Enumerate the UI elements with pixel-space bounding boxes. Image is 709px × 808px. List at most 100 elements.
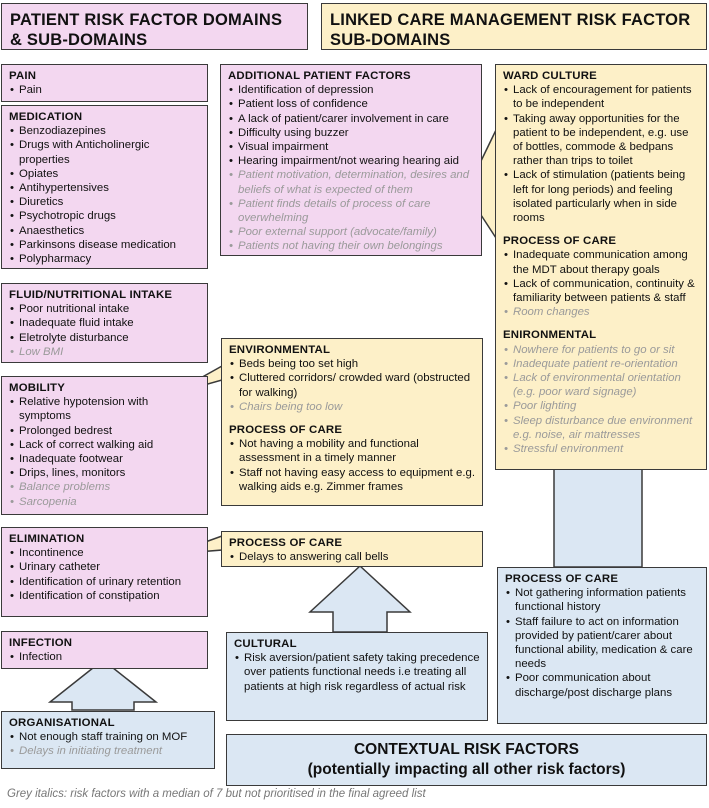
ward-culture-box: WARD CULTURE Lack of encouragement for p… bbox=[495, 64, 707, 470]
elimination-title: ELIMINATION bbox=[9, 533, 85, 545]
list-item: Lack of encouragement for patients to be… bbox=[503, 83, 699, 111]
pain-title: PAIN bbox=[9, 70, 37, 82]
list-item: Identification of urinary retention bbox=[9, 575, 200, 589]
list-item: Room changes bbox=[503, 305, 699, 319]
ward-culture-title: WARD CULTURE bbox=[503, 70, 597, 82]
process-of-care-elimination-box: PROCESS OF CARE Delays to answering call… bbox=[221, 531, 483, 567]
list-item: Staff failure to act on information prov… bbox=[505, 615, 699, 672]
list-item: Chairs being too low bbox=[229, 400, 475, 414]
list-item: Pain bbox=[9, 83, 200, 97]
additional-list: Identification of depressionPatient loss… bbox=[228, 83, 474, 254]
cultural-up-arrow bbox=[308, 564, 412, 633]
linked-care-header-text: LINKED CARE MANAGEMENT RISK FACTOR SUB-D… bbox=[330, 11, 691, 49]
list-item: Lack of communication, continuity & fami… bbox=[503, 277, 699, 305]
list-item: Not gathering information patients funct… bbox=[505, 586, 699, 614]
poc-bottom-title: PROCESS OF CARE bbox=[505, 573, 619, 585]
list-item: Eletrolyte disturbance bbox=[9, 331, 200, 345]
fluid-box: FLUID/NUTRITIONAL INTAKE Poor nutritiona… bbox=[1, 283, 208, 363]
list-item: Inadequate patient re-orientation bbox=[503, 357, 699, 371]
list-item: Patient motivation, determination, desir… bbox=[228, 168, 474, 196]
list-item: Parkinsons disease medication bbox=[9, 238, 200, 252]
pain-list: Pain bbox=[9, 83, 200, 97]
env-title: ENVIRONMENTAL bbox=[229, 344, 331, 356]
list-item: Poor nutritional intake bbox=[9, 302, 200, 316]
list-item: Drips, lines, monitors bbox=[9, 466, 200, 480]
footnote: Grey italics: risk factors with a median… bbox=[7, 788, 426, 800]
poc-elim-list: Delays to answering call bells bbox=[229, 550, 475, 564]
list-item: Stressful environment bbox=[503, 442, 699, 456]
list-item: Psychotropic drugs bbox=[9, 209, 200, 223]
infection-list: Infection bbox=[9, 650, 200, 664]
medication-list: BenzodiazepinesDrugs with Anticholinergi… bbox=[9, 124, 200, 266]
list-item: Poor communication about discharge/post … bbox=[505, 671, 699, 699]
ward-env-title: ENIRONMENTAL bbox=[503, 329, 597, 342]
list-item: Poor external support (advocate/family) bbox=[228, 225, 474, 239]
ward-env-list: Nowhere for patients to go or sitInadequ… bbox=[503, 343, 699, 457]
list-item: Balance problems bbox=[9, 480, 200, 494]
list-item: Identification of constipation bbox=[9, 589, 200, 603]
list-item: Visual impairment bbox=[228, 140, 474, 154]
list-item: Benzodiazepines bbox=[9, 124, 200, 138]
list-item: Relative hypotension with symptoms bbox=[9, 395, 200, 423]
list-item: Inadequate fluid intake bbox=[9, 316, 200, 330]
linked-care-header: LINKED CARE MANAGEMENT RISK FACTOR SUB-D… bbox=[321, 3, 707, 50]
list-item: Cluttered corridors/ crowded ward (obstr… bbox=[229, 371, 475, 399]
list-item: Low BMI bbox=[9, 345, 200, 359]
env-list: Beds being too set highCluttered corrido… bbox=[229, 357, 475, 414]
list-item: Urinary catheter bbox=[9, 560, 200, 574]
poc-elim-title: PROCESS OF CARE bbox=[229, 537, 343, 549]
list-item: Identification of depression bbox=[228, 83, 474, 97]
list-item: Poor lighting bbox=[503, 399, 699, 413]
ward-culture-list: Lack of encouragement for patients to be… bbox=[503, 83, 699, 225]
elimination-box: ELIMINATION IncontinenceUrinary catheter… bbox=[1, 527, 208, 617]
list-item: Patient finds details of process of care… bbox=[228, 197, 474, 225]
contextual-risk-factors-box: CONTEXTUAL RISK FACTORS (potentially imp… bbox=[226, 734, 707, 786]
medication-box: MEDICATION BenzodiazepinesDrugs with Ant… bbox=[1, 105, 208, 269]
list-item: Polypharmacy bbox=[9, 252, 200, 266]
list-item: Not enough staff training on MOF bbox=[9, 730, 207, 744]
elimination-list: IncontinenceUrinary catheterIdentificati… bbox=[9, 546, 200, 603]
organisational-up-arrow bbox=[47, 659, 159, 711]
contextual-line1: CONTEXTUAL RISK FACTORS bbox=[353, 741, 580, 758]
additional-title: ADDITIONAL PATIENT FACTORS bbox=[228, 70, 411, 82]
list-item: Incontinence bbox=[9, 546, 200, 560]
list-item: Difficulty using buzzer bbox=[228, 126, 474, 140]
cultural-title: CULTURAL bbox=[234, 638, 297, 650]
list-item: Antihypertensives bbox=[9, 181, 200, 195]
mobility-title: MOBILITY bbox=[9, 382, 66, 394]
organisational-list: Not enough staff training on MOFDelays i… bbox=[9, 730, 207, 759]
list-item: Lack of environmental orientation (e.g. … bbox=[503, 371, 699, 399]
list-item: A lack of patient/carer involvement in c… bbox=[228, 112, 474, 126]
medication-title: MEDICATION bbox=[9, 111, 83, 123]
list-item: Patients not having their own belongings bbox=[228, 239, 474, 253]
list-item: Taking away opportunities for the patien… bbox=[503, 112, 699, 169]
ward-poc-title: PROCESS OF CARE bbox=[503, 235, 617, 248]
list-item: Risk aversion/patient safety taking prec… bbox=[234, 651, 480, 694]
list-item: Lack of correct walking aid bbox=[9, 438, 200, 452]
env-poc-title: PROCESS OF CARE bbox=[229, 424, 343, 437]
list-item: Opiates bbox=[9, 167, 200, 181]
organisational-box: ORGANISATIONAL Not enough staff training… bbox=[1, 711, 215, 769]
contextual-line2: (potentially impacting all other risk fa… bbox=[307, 761, 626, 778]
fluid-title: FLUID/NUTRITIONAL INTAKE bbox=[9, 289, 173, 301]
additional-factors-box: ADDITIONAL PATIENT FACTORS Identificatio… bbox=[220, 64, 482, 256]
mobility-list: Relative hypotension with symptomsProlon… bbox=[9, 395, 200, 509]
list-item: Patient loss of confidence bbox=[228, 97, 474, 111]
list-item: Drugs with Anticholinergic properties bbox=[9, 138, 200, 166]
infection-box: INFECTION Infection bbox=[1, 631, 208, 669]
list-item: Prolonged bedrest bbox=[9, 424, 200, 438]
environmental-mobility-box: ENVIRONMENTAL Beds being too set highClu… bbox=[221, 338, 483, 506]
ward-poc-list: Inadequate communication among the MDT a… bbox=[503, 248, 699, 319]
patient-domains-header: PATIENT RISK FACTOR DOMAINS & SUB-DOMAIN… bbox=[1, 3, 308, 50]
list-item: Beds being too set high bbox=[229, 357, 475, 371]
list-item: Sleep disturbance due environment e.g. n… bbox=[503, 414, 699, 442]
mobility-box: MOBILITY Relative hypotension with sympt… bbox=[1, 376, 208, 515]
list-item: Staff not having easy access to equipmen… bbox=[229, 466, 475, 494]
list-item: Delays to answering call bells bbox=[229, 550, 475, 564]
list-item: Sarcopenia bbox=[9, 495, 200, 509]
list-item: Infection bbox=[9, 650, 200, 664]
cultural-list: Risk aversion/patient safety taking prec… bbox=[234, 651, 480, 694]
process-of-care-bottom-box: PROCESS OF CARE Not gathering informatio… bbox=[497, 567, 707, 724]
infection-title: INFECTION bbox=[9, 637, 73, 649]
list-item: Delays in initiating treatment bbox=[9, 744, 207, 758]
